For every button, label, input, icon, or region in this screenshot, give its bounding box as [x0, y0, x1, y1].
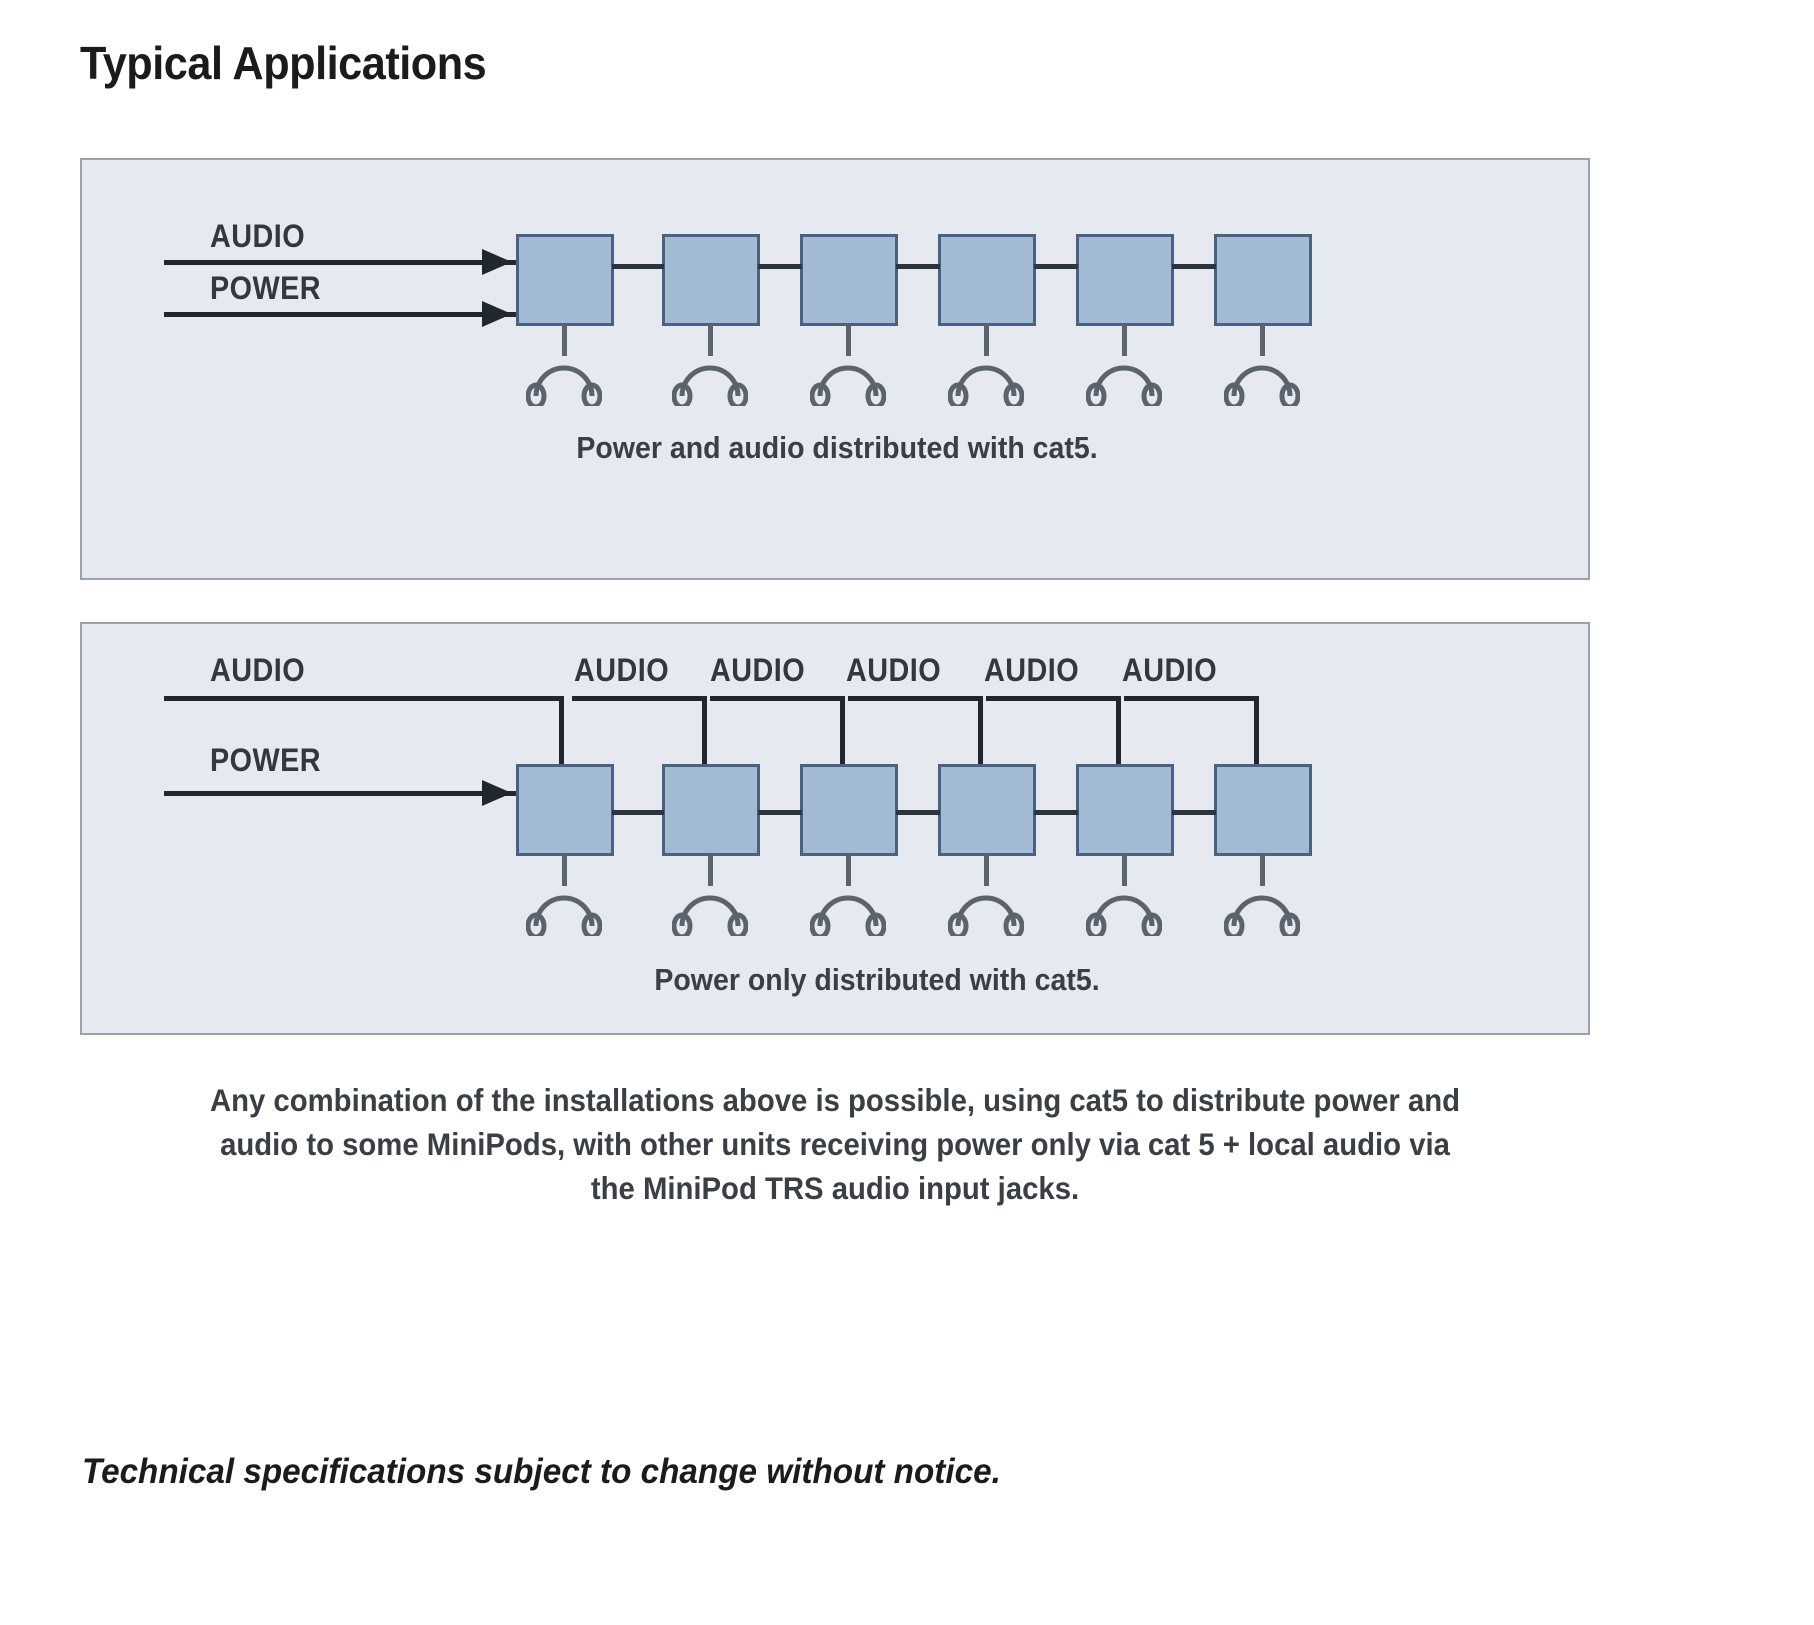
panel1-audio-arrowhead [482, 249, 512, 275]
panel2-stem-1 [562, 854, 567, 886]
panel2-label-audio: AUDIO [210, 652, 306, 688]
panel1-link-2-3 [758, 264, 802, 269]
panel2-audio-drop-5 [1116, 696, 1121, 770]
panel2-unit4-label-audio: AUDIO [846, 652, 942, 688]
panel2-unit-2[interactable] [662, 764, 760, 856]
panel2-unit-6[interactable] [1214, 764, 1312, 856]
panel1-label-power: POWER [210, 270, 322, 306]
panel2-audio-drop-1 [559, 696, 564, 770]
footer-disclaimer: Technical specifications subject to chan… [82, 1452, 1001, 1491]
panel2-speaker-icon-1 [526, 880, 602, 936]
panel1-speaker-icon-4 [948, 350, 1024, 406]
panel2-unit3-label-audio: AUDIO [710, 652, 806, 688]
panel2-unit-3[interactable] [800, 764, 898, 856]
panel1-stem-4 [984, 324, 989, 356]
panel1-stem-3 [846, 324, 851, 356]
body-note: Any combination of the installations abo… [80, 1078, 1590, 1210]
panel2-label-power: POWER [210, 742, 322, 778]
panel2-power-feed-line [164, 791, 516, 796]
panel1-caption: Power and audio distributed with cat5. [576, 430, 1098, 465]
page-title: Typical Applications [80, 37, 487, 89]
panel1-speaker-icon-3 [810, 350, 886, 406]
panel2-speaker-icon-2 [672, 880, 748, 936]
panel2-speaker-icon-3 [810, 880, 886, 936]
panel1-link-1-2 [612, 264, 664, 269]
panel1-speaker-icon-2 [672, 350, 748, 406]
panel2-stem-6 [1260, 854, 1265, 886]
panel1-unit-2[interactable] [662, 234, 760, 326]
panel2-link-2-3 [758, 810, 802, 815]
panel2-audio-line-4 [848, 696, 978, 701]
panel2-unit5-label-audio: AUDIO [984, 652, 1080, 688]
panel1-speaker-icon-1 [526, 350, 602, 406]
panel1-stem-5 [1122, 324, 1127, 356]
panel1-unit-6[interactable] [1214, 234, 1312, 326]
panel1-stem-6 [1260, 324, 1265, 356]
panel2-link-5-6 [1172, 810, 1216, 815]
panel1-unit-3[interactable] [800, 234, 898, 326]
panel2-unit-5[interactable] [1076, 764, 1174, 856]
panel2-unit6-label-audio: AUDIO [1122, 652, 1218, 688]
panel2-audio-drop-3 [840, 696, 845, 770]
panel2-unit-4[interactable] [938, 764, 1036, 856]
panel1-unit-5[interactable] [1076, 234, 1174, 326]
panel2-speaker-icon-5 [1086, 880, 1162, 936]
panel2-audio-line-6 [1124, 696, 1254, 701]
panel2-audio-drop-2 [702, 696, 707, 770]
panel2-stem-2 [708, 854, 713, 886]
body-note-line-3: the MiniPod TRS audio input jacks. [590, 1170, 1080, 1206]
panel1-speaker-icon-6 [1224, 350, 1300, 406]
panel2-audio-drop-6 [1254, 696, 1259, 770]
panel1-speaker-icon-5 [1086, 350, 1162, 406]
panel2-speaker-icon-4 [948, 880, 1024, 936]
panel2-link-4-5 [1034, 810, 1078, 815]
panel2-audio-line-3 [710, 696, 840, 701]
panel2-caption: Power only distributed with cat5. [654, 962, 1100, 997]
panel2-audio-line-5 [986, 696, 1116, 701]
diagram-panel-power-and-audio: AUDIO POWER [80, 158, 1590, 580]
panel1-audio-feed-line [164, 260, 516, 265]
panel1-link-4-5 [1034, 264, 1078, 269]
panel1-power-feed-line [164, 312, 516, 317]
panel2-link-3-4 [896, 810, 940, 815]
panel2-unit2-label-audio: AUDIO [574, 652, 670, 688]
panel2-stem-5 [1122, 854, 1127, 886]
panel2-link-1-2 [612, 810, 664, 815]
panel2-speaker-icon-6 [1224, 880, 1300, 936]
panel2-stem-3 [846, 854, 851, 886]
panel2-audio-line-2 [572, 696, 702, 701]
panel2-power-arrowhead [482, 780, 512, 806]
panel2-stem-4 [984, 854, 989, 886]
panel2-audio-run-line [164, 696, 564, 701]
panel1-stem-2 [708, 324, 713, 356]
panel1-link-5-6 [1172, 264, 1216, 269]
body-note-line-1: Any combination of the installations abo… [209, 1082, 1461, 1118]
panel1-unit-1[interactable] [516, 234, 614, 326]
panel1-label-audio: AUDIO [210, 218, 306, 254]
panel1-power-arrowhead [482, 301, 512, 327]
panel1-stem-1 [562, 324, 567, 356]
panel1-link-3-4 [896, 264, 940, 269]
body-note-line-2: audio to some MiniPods, with other units… [220, 1126, 1450, 1162]
panel2-audio-drop-4 [978, 696, 983, 770]
diagram-panel-power-only: AUDIO POWER AUDIO AUDIO AUDIO AUDIO AUDI… [80, 622, 1590, 1035]
panel2-unit-1[interactable] [516, 764, 614, 856]
panel1-unit-4[interactable] [938, 234, 1036, 326]
